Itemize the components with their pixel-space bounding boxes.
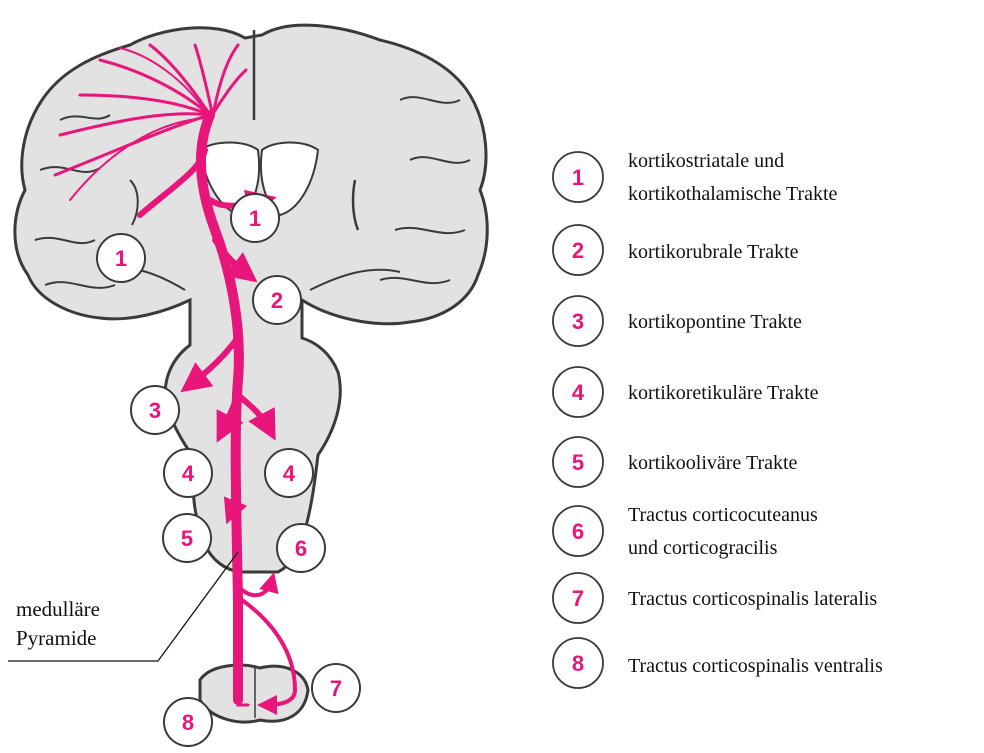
legend-text-line1: kortikooliväre Trakte [628,452,798,474]
marker-number: 4 [182,461,195,486]
medullary-pyramid-label: medulläre Pyramide [8,552,238,661]
marker-number: 8 [182,710,194,735]
marker-number: 7 [330,676,342,701]
marker-4a: 4 [164,449,212,497]
legend-text-line1: kortikostriatale und [628,150,784,172]
legend-number: 2 [572,238,584,263]
marker-8: 8 [164,698,212,746]
legend-text-line2: und corticogracilis [628,537,778,559]
legend-item-6: 6 Tractus corticocuteanus und corticogra… [553,504,818,559]
legend-text-line2: kortikothalamische Trakte [628,183,838,205]
marker-number: 5 [181,526,193,551]
legend-text-line1: Tractus corticospinalis lateralis [628,588,877,610]
marker-number: 1 [115,246,127,271]
legend-number: 1 [572,165,584,190]
marker-2: 2 [253,276,301,324]
legend-item-4: 4 kortikoretikuläre Trakte [553,367,819,417]
marker-7: 7 [312,664,360,712]
legend-text-line1: Tractus corticocuteanus [628,504,818,526]
legend-text-line1: kortikoretikuläre Trakte [628,382,819,404]
marker-number: 1 [249,206,261,231]
legend-item-5: 5 kortikooliväre Trakte [553,437,798,487]
legend-text-line1: kortikopontine Trakte [628,311,802,333]
legend-item-2: 2 kortikorubrale Trakte [553,225,799,275]
marker-3: 3 [131,386,179,434]
legend-number: 4 [572,380,585,405]
side-label-line1: medulläre [16,597,100,621]
legend: 1 kortikostriatale und kortikothalamisch… [553,150,883,688]
legend-text-line1: kortikorubrale Trakte [628,241,799,263]
marker-6: 6 [277,524,325,572]
legend-number: 5 [572,450,584,475]
marker-number: 6 [295,536,307,561]
legend-item-1: 1 kortikostriatale und kortikothalamisch… [553,150,838,205]
legend-item-3: 3 kortikopontine Trakte [553,296,802,346]
marker-4b: 4 [265,449,313,497]
legend-number: 6 [572,519,584,544]
side-label-line2: Pyramide [16,626,96,650]
marker-number: 2 [271,288,283,313]
legend-text-line1: Tractus corticospinalis ventralis [628,655,883,677]
legend-number: 8 [572,651,584,676]
marker-5: 5 [163,514,211,562]
marker-number: 4 [283,461,296,486]
marker-1b: 1 [231,194,279,242]
legend-number: 3 [572,309,584,334]
cerebrum [15,25,487,572]
legend-item-8: 8 Tractus corticospinalis ventralis [553,638,883,688]
marker-number: 3 [149,398,161,423]
marker-1a: 1 [97,234,145,282]
legend-item-7: 7 Tractus corticospinalis lateralis [553,573,877,623]
legend-number: 7 [572,586,584,611]
